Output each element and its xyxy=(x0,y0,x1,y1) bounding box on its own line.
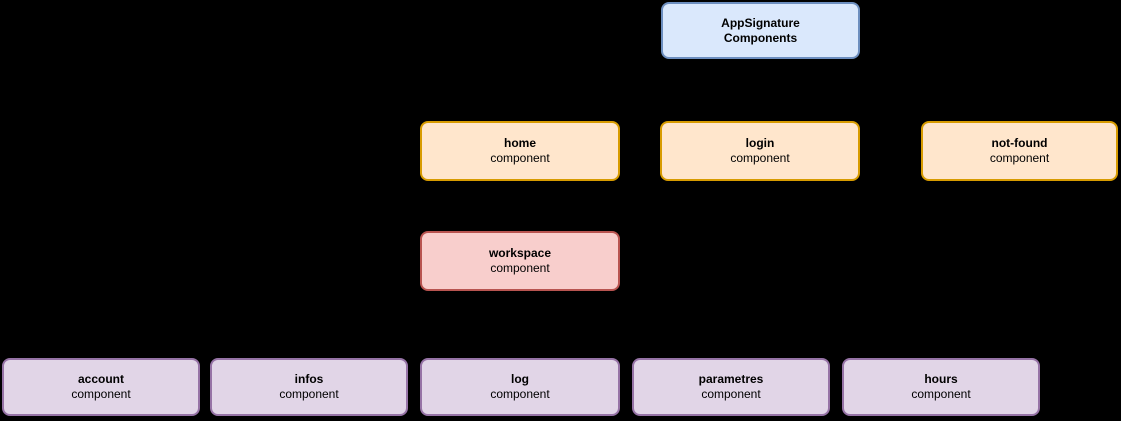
node-title: log xyxy=(511,372,529,386)
node-title: workspace xyxy=(488,246,552,260)
node-hours-component[interactable]: hours component xyxy=(842,358,1040,416)
node-subtitle: component xyxy=(71,387,131,401)
node-title: account xyxy=(77,372,124,386)
node-subtitle: component xyxy=(730,151,790,165)
node-title: AppSignature xyxy=(721,15,800,30)
node-subtitle: component xyxy=(490,261,550,275)
node-appsignature-components[interactable]: AppSignature Components xyxy=(661,2,860,59)
node-title: not-found xyxy=(991,136,1048,150)
node-title: home xyxy=(503,136,536,150)
node-subtitle: Components xyxy=(723,30,798,45)
node-login-component[interactable]: login component xyxy=(660,121,860,181)
node-parametres-component[interactable]: parametres component xyxy=(632,358,830,416)
node-not-found-component[interactable]: not-found component xyxy=(921,121,1118,181)
node-subtitle: component xyxy=(911,387,971,401)
node-log-component[interactable]: log component xyxy=(420,358,620,416)
node-subtitle: component xyxy=(701,387,761,401)
node-subtitle: component xyxy=(490,151,550,165)
node-title: hours xyxy=(924,372,958,386)
node-title: parametres xyxy=(698,372,764,386)
node-infos-component[interactable]: infos component xyxy=(210,358,408,416)
node-title: infos xyxy=(294,372,324,386)
node-workspace-component[interactable]: workspace component xyxy=(420,231,620,291)
node-subtitle: component xyxy=(989,151,1050,165)
node-subtitle: component xyxy=(279,387,339,401)
node-account-component[interactable]: account component xyxy=(2,358,200,416)
node-subtitle: component xyxy=(490,387,550,401)
node-title: login xyxy=(745,136,775,150)
node-home-component[interactable]: home component xyxy=(420,121,620,181)
